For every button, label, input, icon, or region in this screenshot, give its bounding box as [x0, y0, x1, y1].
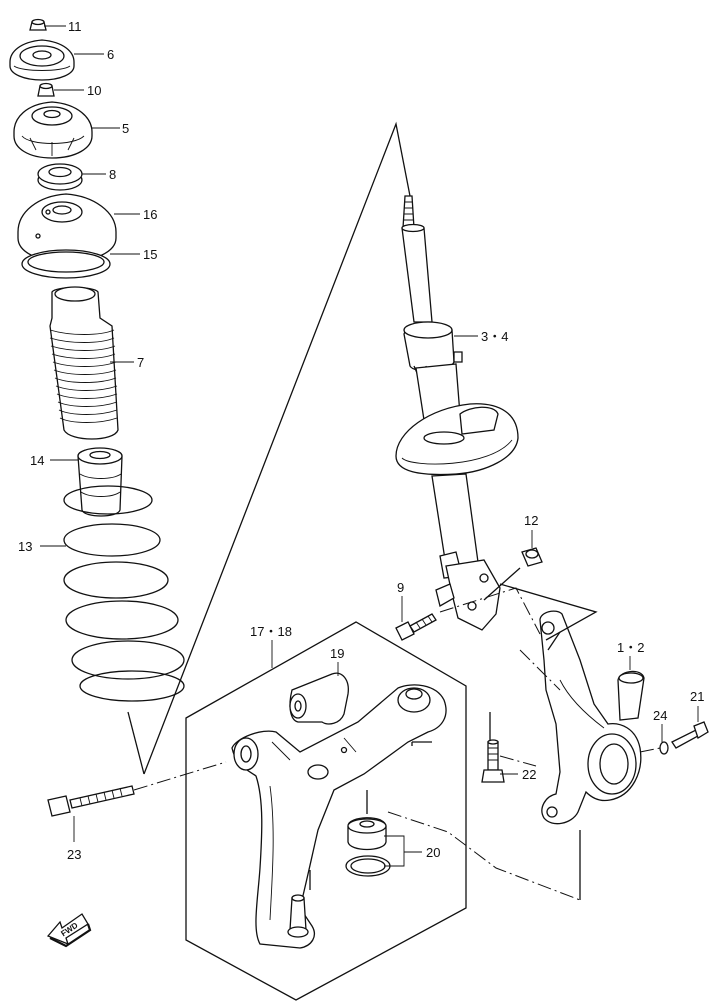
- part-9-bolt[interactable]: [395, 613, 437, 641]
- callout-21: 21: [690, 689, 704, 704]
- part-20-ring[interactable]: [345, 855, 391, 877]
- part-6-mount-cap[interactable]: [9, 39, 75, 81]
- callout-7: 7: [137, 355, 144, 370]
- callout-13: 13: [18, 539, 32, 554]
- part-17-18-lower-arm[interactable]: [231, 684, 447, 949]
- part-13-coil-spring[interactable]: [63, 485, 185, 702]
- callout-12: 12: [524, 513, 538, 528]
- part-23-bolt[interactable]: [47, 785, 135, 817]
- callout-17-18: 17・18: [250, 624, 292, 639]
- callout-19: 19: [330, 646, 344, 661]
- part-1-2-knuckle[interactable]: [539, 610, 645, 825]
- callout-24: 24: [653, 708, 667, 723]
- callout-8: 8: [109, 167, 116, 182]
- callout-6: 6: [107, 47, 114, 62]
- callout-11: 11: [68, 19, 82, 34]
- callout-3-4: 3・4: [481, 329, 508, 344]
- part-8-bearing[interactable]: [37, 163, 83, 191]
- assembly-lines: [127, 121, 661, 901]
- part-21-bolt[interactable]: [671, 721, 709, 749]
- part-22-bolt[interactable]: [481, 739, 505, 783]
- part-11-nut[interactable]: [29, 18, 47, 31]
- fwd-arrow-icon: FWD: [46, 913, 92, 948]
- callout-14: 14: [30, 453, 44, 468]
- callout-10: 10: [87, 83, 101, 98]
- callout-labels: 11 6 10 5 8 16 15 7 14 13 3・4 12 9 17・18…: [18, 19, 704, 862]
- part-24-washer[interactable]: [659, 741, 669, 755]
- part-12-nut[interactable]: [521, 547, 543, 567]
- callout-16: 16: [143, 207, 157, 222]
- lower-arm-group-frame: [185, 621, 467, 1001]
- part-16-spring-seat[interactable]: [17, 193, 117, 263]
- part-7-dust-boot[interactable]: [49, 286, 119, 440]
- part-20-bushing[interactable]: [347, 817, 387, 851]
- callout-15: 15: [143, 247, 157, 262]
- part-3-4-strut[interactable]: [395, 195, 519, 631]
- callout-23: 23: [67, 847, 81, 862]
- callout-9: 9: [397, 580, 404, 595]
- part-14-bump-stopper[interactable]: [77, 447, 123, 517]
- leader-lines: [40, 25, 699, 867]
- part-19-bushing[interactable]: [289, 672, 349, 725]
- callout-1-2: 1・2: [617, 640, 644, 655]
- callout-20: 20: [426, 845, 440, 860]
- callout-22: 22: [522, 767, 536, 782]
- callout-5: 5: [122, 121, 129, 136]
- part-15-seat-ring[interactable]: [21, 249, 111, 279]
- part-10-nut[interactable]: [37, 82, 55, 97]
- part-5-strut-mount[interactable]: [13, 101, 93, 159]
